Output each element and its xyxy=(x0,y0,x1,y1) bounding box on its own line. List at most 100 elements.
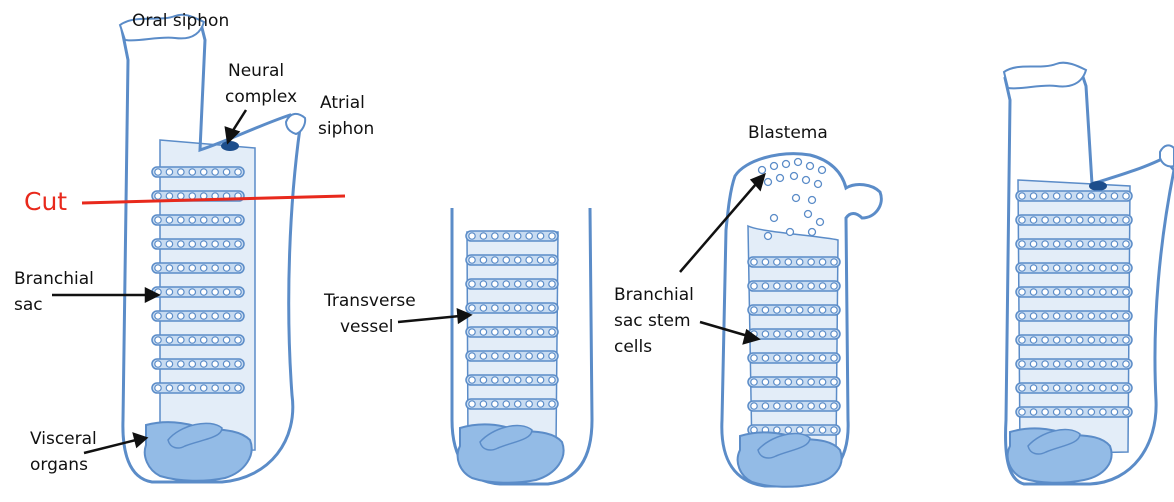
blastema-cell xyxy=(809,229,816,236)
vessel-stem-cell xyxy=(1077,217,1083,223)
vessel-stem-cell xyxy=(537,257,543,263)
vessel-stem-cell xyxy=(1077,193,1083,199)
vessel-stem-cell xyxy=(1100,193,1106,199)
vessel-stem-cell xyxy=(831,379,837,385)
blastema-cell xyxy=(815,181,822,188)
vessel-stem-cell xyxy=(235,265,241,271)
vessel-stem-cell xyxy=(212,289,218,295)
vessel-stem-cell xyxy=(762,379,768,385)
vessel-stem-cell xyxy=(503,305,509,311)
vessel-stem-cell xyxy=(166,289,172,295)
vessel-stem-cell xyxy=(480,377,486,383)
vessel-stem-cell xyxy=(808,427,814,433)
vessel-stem-cell xyxy=(1019,289,1025,295)
vessel-stem-cell xyxy=(1042,217,1048,223)
vessel-stem-cell xyxy=(762,307,768,313)
vessel-stem-cell xyxy=(235,361,241,367)
vessel-stem-cell xyxy=(831,427,837,433)
vessel-stem-cell xyxy=(155,313,161,319)
vessel-stem-cell xyxy=(1030,289,1036,295)
vessel-stem-cell xyxy=(549,281,555,287)
vessel-stem-cell xyxy=(774,283,780,289)
vessel-stem-cell xyxy=(774,331,780,337)
vessel-stem-cell xyxy=(1077,289,1083,295)
blastema-cell xyxy=(759,167,766,174)
vessel-stem-cell xyxy=(515,401,521,407)
vessel-stem-cell xyxy=(785,283,791,289)
vessel-stem-cell xyxy=(1088,265,1094,271)
vessel-stem-cell xyxy=(1088,409,1094,415)
vessel-stem-cell xyxy=(1042,409,1048,415)
vessel-stem-cell xyxy=(492,257,498,263)
vessel-stem-cell xyxy=(492,377,498,383)
vessel-stem-cell xyxy=(1053,217,1059,223)
vessel-stem-cell xyxy=(526,281,532,287)
vessel-stem-cell xyxy=(212,217,218,223)
vessel-stem-cell xyxy=(235,385,241,391)
vessel-stem-cell xyxy=(166,337,172,343)
blastema-cell xyxy=(803,177,810,184)
vessel-stem-cell xyxy=(831,331,837,337)
vessel-stem-cell xyxy=(1100,217,1106,223)
blastema-cell xyxy=(771,163,778,170)
vessel-stem-cell xyxy=(480,401,486,407)
vessel-stem-cell xyxy=(178,217,184,223)
vessel-stem-cell xyxy=(537,329,543,335)
vessel-stem-cell xyxy=(201,265,207,271)
blastema-cell xyxy=(771,215,778,222)
vessel-stem-cell xyxy=(1030,193,1036,199)
vessel-stem-cell xyxy=(1077,337,1083,343)
vessel-stem-cell xyxy=(469,377,475,383)
vessel-stem-cell xyxy=(212,313,218,319)
vessel-stem-cell xyxy=(189,337,195,343)
vessel-stem-cell xyxy=(515,233,521,239)
vessel-stem-cell xyxy=(503,257,509,263)
oral-siphon-label: Oral siphon xyxy=(132,11,229,31)
vessel-stem-cell xyxy=(1088,361,1094,367)
vessel-stem-cell xyxy=(1100,241,1106,247)
vessel-stem-cell xyxy=(1088,313,1094,319)
vessel-stem-cell xyxy=(785,403,791,409)
vessel-stem-cell xyxy=(155,337,161,343)
vessel-stem-cell xyxy=(469,401,475,407)
vessel-stem-cell xyxy=(189,289,195,295)
vessel-stem-cell xyxy=(235,313,241,319)
vessel-stem-cell xyxy=(1111,385,1117,391)
vessel-stem-cell xyxy=(1123,241,1129,247)
vessel-stem-cell xyxy=(1065,409,1071,415)
vessel-stem-cell xyxy=(797,427,803,433)
vessel-stem-cell xyxy=(189,361,195,367)
vessel-stem-cell xyxy=(1088,217,1094,223)
vessel-stem-cell xyxy=(537,305,543,311)
vessel-stem-cell xyxy=(831,283,837,289)
vessel-stem-cell xyxy=(1111,289,1117,295)
blastema-cell xyxy=(765,233,772,240)
blastema-cells xyxy=(759,159,826,240)
vessel-stem-cell xyxy=(819,259,825,265)
vessel-stem-cell xyxy=(178,361,184,367)
vessel-stem-cell xyxy=(515,305,521,311)
regenerated-panel xyxy=(1004,63,1174,484)
vessel-stem-cell xyxy=(751,259,757,265)
vessel-stem-cell xyxy=(1077,265,1083,271)
vessel-stem-cell xyxy=(223,289,229,295)
vessel-stem-cell xyxy=(201,361,207,367)
vessel-stem-cell xyxy=(1123,193,1129,199)
vessel-stem-cell xyxy=(178,265,184,271)
vessel-stem-cell xyxy=(223,385,229,391)
vessel-stem-cell xyxy=(526,257,532,263)
vessel-stem-cell xyxy=(808,283,814,289)
vessel-stem-cell xyxy=(492,305,498,311)
vessel-stem-cell xyxy=(223,217,229,223)
vessel-stem-cell xyxy=(1030,409,1036,415)
vessel-stem-cell xyxy=(178,385,184,391)
vessel-stem-cell xyxy=(549,257,555,263)
vessel-stem-cell xyxy=(1088,289,1094,295)
vessel-stem-cell xyxy=(1030,337,1036,343)
vessel-stem-cell xyxy=(774,355,780,361)
vessel-stem-cell xyxy=(831,259,837,265)
vessel-stem-cell xyxy=(1053,361,1059,367)
vessel-stem-cell xyxy=(1123,313,1129,319)
vessel-stem-cell xyxy=(549,401,555,407)
vessel-stem-cell xyxy=(1100,385,1106,391)
